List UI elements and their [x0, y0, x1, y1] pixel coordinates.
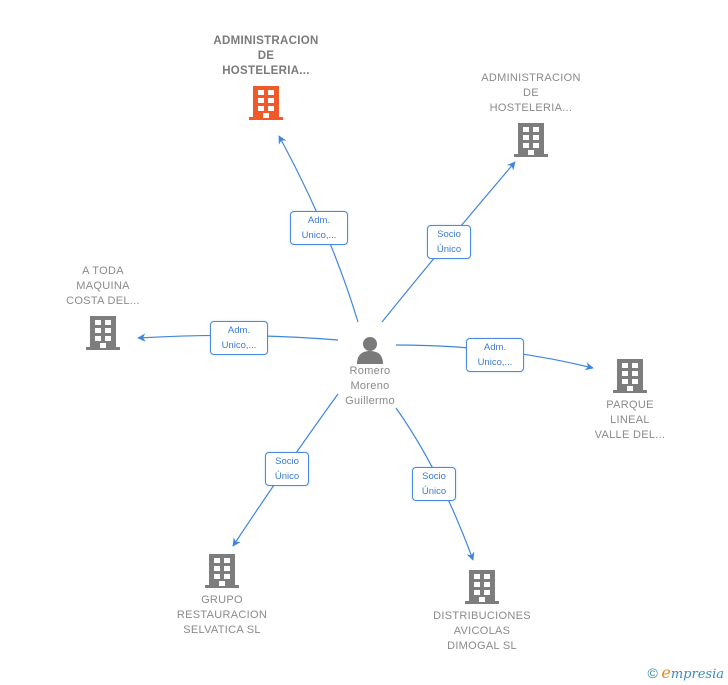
- building-icon: [86, 316, 120, 350]
- company-node-distribuciones-avicolas[interactable]: DISTRIBUCIONES AVICOLAS DIMOGAL SL: [420, 569, 544, 654]
- company-name: ADMINISTRACION DE HOSTELERIA...: [481, 72, 581, 114]
- company-name: PARQUE LINEAL VALLE DEL...: [594, 399, 666, 441]
- building-icon: [613, 359, 647, 393]
- edge-label-n6[interactable]: Socio Único: [412, 467, 456, 501]
- building-icon: [205, 554, 239, 588]
- company-node-grupo-restauracion[interactable]: GRUPO RESTAURACION SELVATICA SL: [162, 553, 282, 638]
- edge-label-n4[interactable]: Adm. Unico,...: [466, 338, 524, 372]
- building-icon: [249, 86, 283, 120]
- edge-label-n2[interactable]: Socio Único: [427, 225, 471, 259]
- company-name: GRUPO RESTAURACION SELVATICA SL: [176, 594, 268, 636]
- building-icon: [514, 123, 548, 157]
- company-node-administracion-hosteleria-2[interactable]: ADMINISTRACION DE HOSTELERIA...: [461, 71, 601, 158]
- company-node-parque-lineal[interactable]: PARQUE LINEAL VALLE DEL...: [575, 358, 685, 443]
- center-person-name: Romero Moreno Guillermo: [345, 365, 395, 407]
- building-icon: [465, 570, 499, 604]
- person-icon: [357, 337, 383, 364]
- company-name: ADMINISTRACION DE HOSTELERIA...: [213, 35, 319, 77]
- edge-label-n1[interactable]: Adm. Unico,...: [290, 211, 348, 245]
- company-name: DISTRIBUCIONES AVICOLAS DIMOGAL SL: [433, 610, 531, 652]
- empresia-watermark: © empresia: [647, 663, 724, 682]
- edge-label-n3[interactable]: Adm. Unico,...: [210, 321, 268, 355]
- company-node-a-toda-maquina[interactable]: A TODA MAQUINA COSTA DEL...: [48, 264, 158, 351]
- brand-logo: empresia: [661, 663, 724, 682]
- copyright-icon: ©: [647, 665, 658, 681]
- company-name: A TODA MAQUINA COSTA DEL...: [66, 265, 140, 307]
- edge-label-n5[interactable]: Socio Único: [265, 452, 309, 486]
- company-node-administracion-hosteleria-1[interactable]: ADMINISTRACION DE HOSTELERIA...: [196, 34, 336, 121]
- center-person-node[interactable]: Romero Moreno Guillermo: [325, 334, 415, 409]
